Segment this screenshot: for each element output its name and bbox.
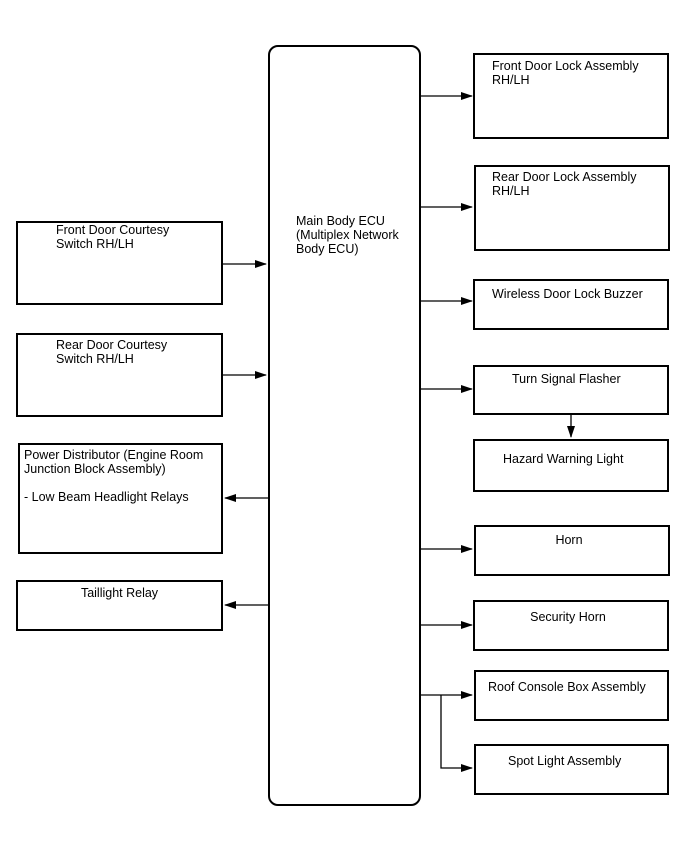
wireless-door-lock-buzzer-box — [473, 279, 669, 330]
roof-console-box-assembly-box — [474, 670, 669, 721]
turn-signal-flasher-box — [473, 365, 669, 415]
rear-door-lock-assembly-box — [474, 165, 670, 251]
spot-light-assembly-label: Spot Light Assembly — [508, 754, 622, 768]
front-door-lock-assembly-box — [473, 53, 669, 139]
main-body-ecu-box — [268, 45, 421, 806]
rear-door-lock-assembly-label: Rear Door Lock Assembly RH/LH — [492, 170, 637, 198]
hazard-warning-light-label: Hazard Warning Light — [503, 452, 624, 466]
front-door-courtesy-switch-box — [16, 221, 223, 305]
main-body-ecu-label: Main Body ECU (Multiplex Network Body EC… — [296, 214, 399, 256]
roof-console-box-assembly-label: Roof Console Box Assembly — [488, 680, 646, 694]
horn-label: Horn — [555, 533, 583, 547]
power-distributor-box — [18, 443, 223, 554]
taillight-relay-label: Taillight Relay — [80, 586, 159, 600]
wireless-door-lock-buzzer-label: Wireless Door Lock Buzzer — [492, 287, 643, 301]
security-horn-box — [473, 600, 669, 651]
security-horn-label: Security Horn — [530, 610, 606, 624]
power-distributor-label: Power Distributor (Engine Room Junction … — [24, 448, 204, 504]
rear-door-courtesy-switch-box — [16, 333, 223, 417]
hazard-warning-light-box — [473, 439, 669, 492]
spot-light-assembly-box — [474, 744, 669, 795]
arrow-ecu-to-spot-light — [440, 695, 473, 772]
horn-box — [474, 525, 670, 576]
front-door-lock-assembly-label: Front Door Lock Assembly RH/LH — [492, 59, 639, 87]
rear-door-courtesy-switch-label: Rear Door Courtesy Switch RH/LH — [56, 338, 168, 366]
turn-signal-flasher-label: Turn Signal Flasher — [512, 372, 621, 386]
front-door-courtesy-switch-label: Front Door Courtesy Switch RH/LH — [56, 223, 170, 251]
taillight-relay-box — [16, 580, 223, 631]
